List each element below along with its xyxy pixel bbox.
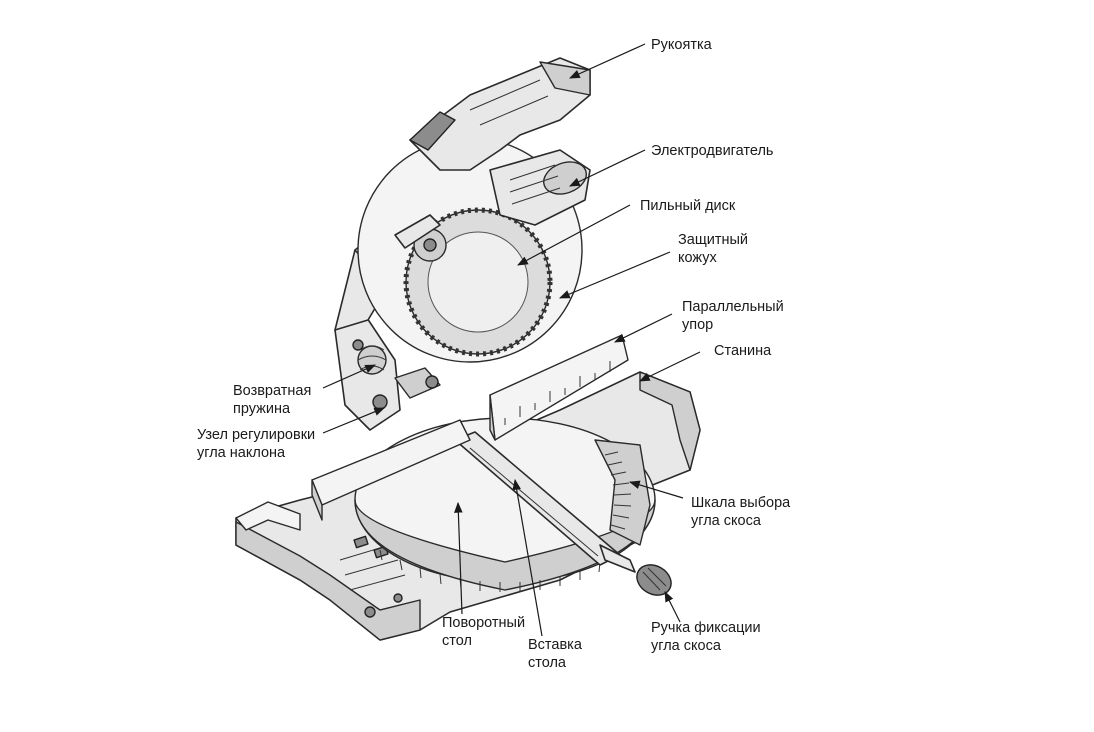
label-table-insert: Вставка стола xyxy=(528,637,586,671)
label-blade: Пильный диск xyxy=(640,198,736,214)
base-right-face xyxy=(639,371,701,471)
leader-lines xyxy=(322,43,701,637)
miter-lock-arm xyxy=(599,544,636,573)
leader-turntable xyxy=(454,501,463,615)
leader-motor xyxy=(569,149,646,187)
return-spring xyxy=(357,345,387,375)
leader-fence xyxy=(614,313,673,343)
leader-table-insert xyxy=(512,478,543,637)
leader-bevel-adjust xyxy=(322,407,385,434)
leader-handle xyxy=(569,43,646,79)
bevel-adjust-knob xyxy=(394,367,441,399)
handle xyxy=(409,57,591,171)
leader-miter-scale xyxy=(628,480,684,499)
label-base: Станина xyxy=(714,343,772,359)
label-guard: Защитный кожух xyxy=(678,232,752,266)
label-bevel-adjust: Узел регулировки угла наклона xyxy=(197,427,319,461)
label-miter-scale: Шкала выбора угла скоса xyxy=(691,495,794,529)
leader-miter-lock xyxy=(664,591,681,623)
leader-blade xyxy=(517,204,631,266)
leader-base xyxy=(639,351,701,382)
label-fence: Параллельный упор xyxy=(682,299,788,333)
labels: Рукоятка Электродвигатель Пильный диск З… xyxy=(197,37,794,671)
label-return-spring: Возвратная пружина xyxy=(233,383,315,417)
label-motor: Электродвигатель xyxy=(651,143,773,159)
label-turntable: Поворотный стол xyxy=(442,615,529,649)
leader-return-spring xyxy=(322,364,376,389)
miter-scale-sector xyxy=(594,439,651,546)
label-miter-lock: Ручка фиксации угла скоса xyxy=(651,620,765,654)
base-left-foot xyxy=(235,501,301,531)
leader-guard xyxy=(559,251,671,299)
miter-saw-illustration xyxy=(235,57,701,641)
miter-lock-knob xyxy=(636,564,672,596)
label-handle: Рукоятка xyxy=(651,37,713,53)
